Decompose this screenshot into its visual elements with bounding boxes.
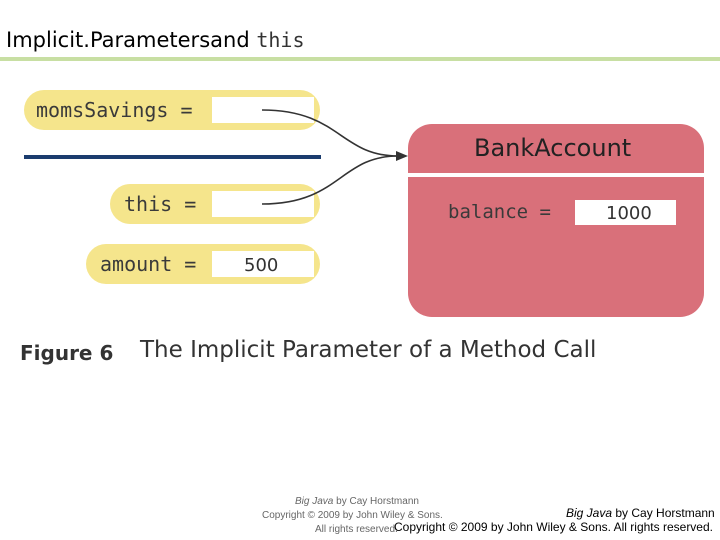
- footer-small-copyright: Copyright © 2009 by John Wiley & Sons.: [262, 510, 443, 521]
- footer-small-rights: All rights reserved.: [315, 524, 398, 535]
- slide-title-text: Implicit.Parametersand: [6, 28, 250, 52]
- variable-momssavings-slot: [212, 97, 314, 123]
- variable-amount-label: amount =: [100, 252, 197, 276]
- balance-field-slot: [575, 200, 676, 225]
- variable-this-slot: [212, 191, 314, 217]
- frame-divider: [24, 155, 321, 159]
- reference-arrowhead: [396, 151, 408, 161]
- variable-amount-value: 500: [244, 255, 279, 276]
- variable-this-label: this =: [124, 192, 197, 216]
- slide-title: Implicit.Parametersand this: [6, 28, 305, 52]
- variable-amount-slot: [212, 251, 314, 277]
- footer-big-line1: Big Java by Cay Horstmann: [566, 506, 715, 520]
- bankaccount-class-name: BankAccount: [474, 134, 632, 162]
- footer-small-book-title: Big Java: [295, 496, 334, 507]
- balance-field-label: balance =: [448, 201, 551, 223]
- footer-big-copyright: Copyright © 2009 by John Wiley & Sons. A…: [394, 520, 713, 534]
- bankaccount-header-separator: [408, 173, 704, 177]
- variable-momssavings-label: momsSavings =: [36, 98, 193, 122]
- slide-title-code: this: [256, 28, 305, 52]
- footer-small-line1: Big Java by Cay Horstmann: [295, 496, 419, 507]
- footer-small-author: by Cay Horstmann: [333, 496, 419, 507]
- balance-field-value: 1000: [606, 203, 652, 224]
- figure-caption: The Implicit Parameter of a Method Call: [140, 337, 597, 363]
- footer-big-author: by Cay Horstmann: [612, 506, 715, 520]
- footer-big-book-title: Big Java: [566, 506, 613, 520]
- figure-label: Figure 6: [20, 341, 114, 365]
- title-underline: [0, 57, 720, 61]
